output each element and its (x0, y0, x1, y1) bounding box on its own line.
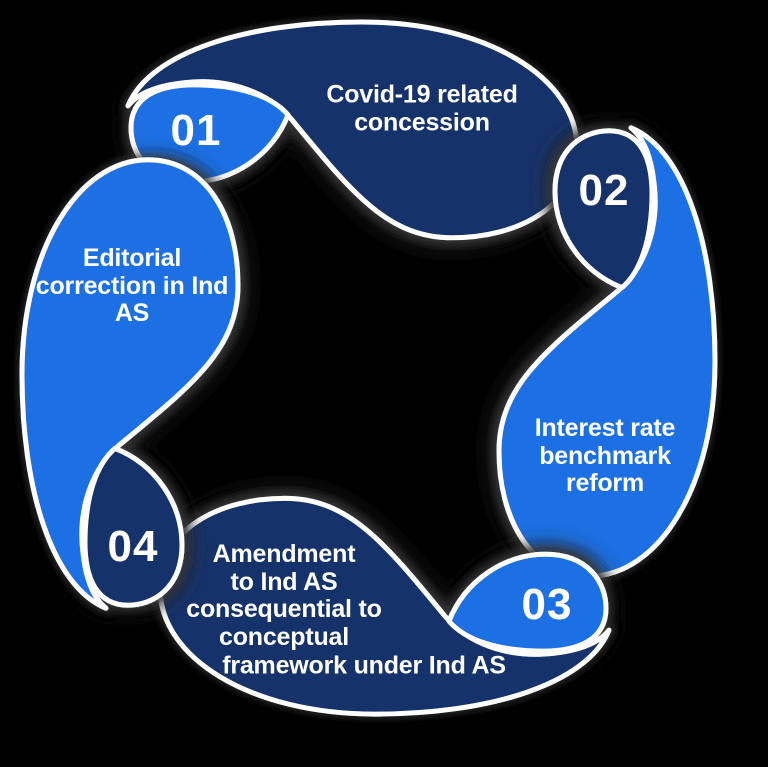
segment-04-number-bubble (85, 448, 182, 605)
segment-02-number-bubble (555, 131, 652, 288)
segment-03-number-bubble (449, 554, 606, 651)
